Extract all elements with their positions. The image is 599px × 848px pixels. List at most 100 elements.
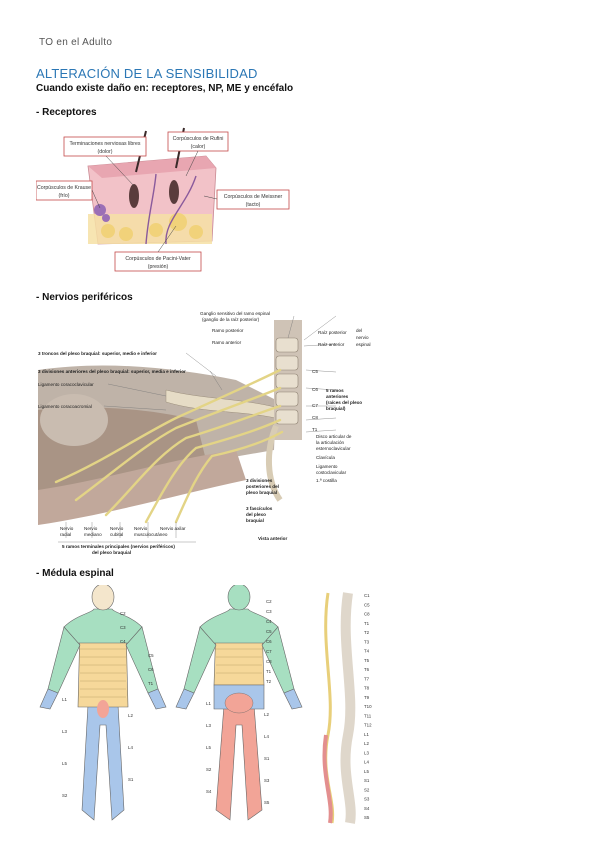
back-label-l4: L4 — [264, 734, 269, 739]
spine-label-t12: T12 — [364, 723, 372, 728]
label-raiz-posterior: Raíz posterior — [318, 330, 347, 335]
label-c6: C6 — [312, 387, 318, 392]
label-clavicula: Clavícula — [316, 455, 335, 460]
back-label-c7: C7 — [266, 649, 272, 654]
front-label-l5: L5 — [62, 761, 67, 766]
spine-label-l1: L1 — [364, 732, 369, 737]
back-label-c3: C3 — [266, 609, 272, 614]
spine-label-s5: S5 — [364, 815, 370, 820]
label-n-radial-1: Nervio — [60, 526, 74, 531]
label-raiz-anterior: Raíz anterior — [318, 342, 345, 347]
label-ramos-term-1: 5 ramos terminales principales (nervios … — [62, 544, 175, 549]
label-ramos-ant-3: (raíces del plexo — [326, 400, 362, 405]
spine-label-t4: T4 — [364, 649, 370, 654]
front-label-l2: L2 — [128, 713, 133, 718]
label-ganglion-sub: (ganglio de la raíz posterior) — [202, 317, 260, 322]
label-nervio: nervio — [356, 335, 369, 340]
front-label-c5: C5 — [148, 653, 154, 658]
page-header: TO en el Adulto — [39, 37, 113, 48]
front-label-s1: S1 — [128, 777, 134, 782]
front-label-s2: S2 — [62, 793, 68, 798]
spine-label-t6: T6 — [364, 667, 370, 672]
label-t1: T1 — [312, 427, 318, 432]
label-c5: C5 — [312, 369, 318, 374]
label-meissner-sub: (tacto) — [246, 202, 261, 208]
back-label-c6: C6 — [266, 639, 272, 644]
label-ramos-ant-2: anteriores — [326, 394, 349, 399]
spine-label-s4: S4 — [364, 806, 370, 811]
label-costilla: 1.ª costilla — [316, 478, 337, 483]
label-krause-sub: (frío) — [59, 193, 70, 199]
back-label-l1: L1 — [206, 701, 211, 706]
section-heading-receptors: - Receptores — [36, 107, 97, 118]
label-c8: C8 — [312, 415, 318, 420]
spine-label-t3: T3 — [364, 639, 370, 644]
spine-label-t2: T2 — [364, 630, 370, 635]
section-heading-spinal: - Médula espinal — [36, 568, 114, 579]
back-label-s5: S5 — [264, 800, 270, 805]
front-label-t1: T1 — [148, 681, 154, 686]
label-ramos-ant-4: braquial) — [326, 406, 346, 411]
label-lig-coracoacrom: Ligamento coracoacromial — [38, 404, 92, 409]
label-n-cubital-1: Nervio — [110, 526, 124, 531]
front-label-c2: C2 — [120, 611, 126, 616]
label-c7: C7 — [312, 403, 318, 408]
spine-label-t9: T9 — [364, 695, 370, 700]
back-label-c4: C4 — [266, 619, 272, 624]
label-free-endings: Terminaciones nerviosas libres — [70, 141, 141, 147]
spine-label-t7: T7 — [364, 676, 370, 681]
back-label-s1: S1 — [264, 756, 270, 761]
back-label-l3: L3 — [206, 723, 211, 728]
label-disco-2: la articulación — [316, 440, 345, 445]
spine-label-l5: L5 — [364, 769, 369, 774]
spine-label-s1: S1 — [364, 778, 370, 783]
spine-label-c5: C5 — [364, 602, 370, 607]
front-label-c3: C3 — [120, 625, 126, 630]
label-pacini-sub: (presión) — [148, 264, 169, 270]
spine-label-t5: T5 — [364, 658, 370, 663]
label-ramos-ant-1: 5 ramos — [326, 388, 344, 393]
spine-label-t11: T11 — [364, 713, 372, 718]
label-disco-1: Disco articular de — [316, 434, 352, 439]
label-free-endings-sub: (dolor) — [98, 149, 113, 155]
label-fasciculos-3: braquial — [246, 518, 264, 523]
back-label-c2: C2 — [266, 599, 272, 604]
label-div-post-1: 3 divisiones — [246, 478, 273, 483]
label-troncos: 3 troncos del plexo braquial: superior, … — [38, 351, 157, 356]
label-n-axilar: Nervio axilar — [160, 526, 186, 531]
body-front — [39, 585, 167, 821]
label-krause: Corpúsculos de Krause — [37, 185, 91, 191]
back-label-s4: S4 — [206, 789, 212, 794]
back-label-t2: T2 — [266, 679, 272, 684]
page-subtitle: Cuando existe daño en: receptores, NP, M… — [36, 83, 294, 94]
spine-label-l2: L2 — [364, 741, 369, 746]
label-n-radial-2: radial — [60, 532, 71, 537]
spine-label-l3: L3 — [364, 750, 369, 755]
label-n-musculo-2: musculocutáneo — [134, 532, 168, 537]
label-n-musculo-1: Nervio — [134, 526, 148, 531]
label-ruffini-sub: (calor) — [191, 144, 206, 150]
spine-level-labels: C1C5C8T1T2T3T4T5T6T7T8T9T10T11T12L1L2L3L… — [364, 593, 372, 820]
label-ruffini: Corpúsculos de Rufini — [173, 136, 224, 142]
label-disco-3: esternoclavicular — [316, 446, 351, 451]
label-vista: Vista anterior — [258, 536, 287, 541]
spine-label-l4: L4 — [364, 760, 369, 765]
label-fasciculos-1: 3 fascículos — [246, 506, 273, 511]
label-meissner: Corpúsculos de Meissner — [224, 194, 283, 200]
label-divisiones-ant: 3 divisiones anteriores del plexo braqui… — [38, 369, 186, 374]
page-title: ALTERACIÓN DE LA SENSIBILIDAD — [36, 66, 258, 81]
label-lig-coracoclav: Ligamento coracoclavicular — [38, 382, 94, 387]
spine-label-s3: S3 — [364, 797, 370, 802]
label-del: del — [356, 328, 362, 333]
back-label-t1: T1 — [266, 669, 272, 674]
body-back — [175, 585, 303, 821]
front-label-l1: L1 — [62, 697, 67, 702]
back-label-s2: S2 — [206, 767, 212, 772]
label-lig-costoclav-2: costoclavicular — [316, 470, 347, 475]
label-ramos-term-2: del plexo braquial — [92, 550, 131, 555]
receptors-figure: Terminaciones nerviosas libres (dolor) C… — [36, 126, 292, 277]
label-div-post-2: posteriores del — [246, 484, 279, 489]
